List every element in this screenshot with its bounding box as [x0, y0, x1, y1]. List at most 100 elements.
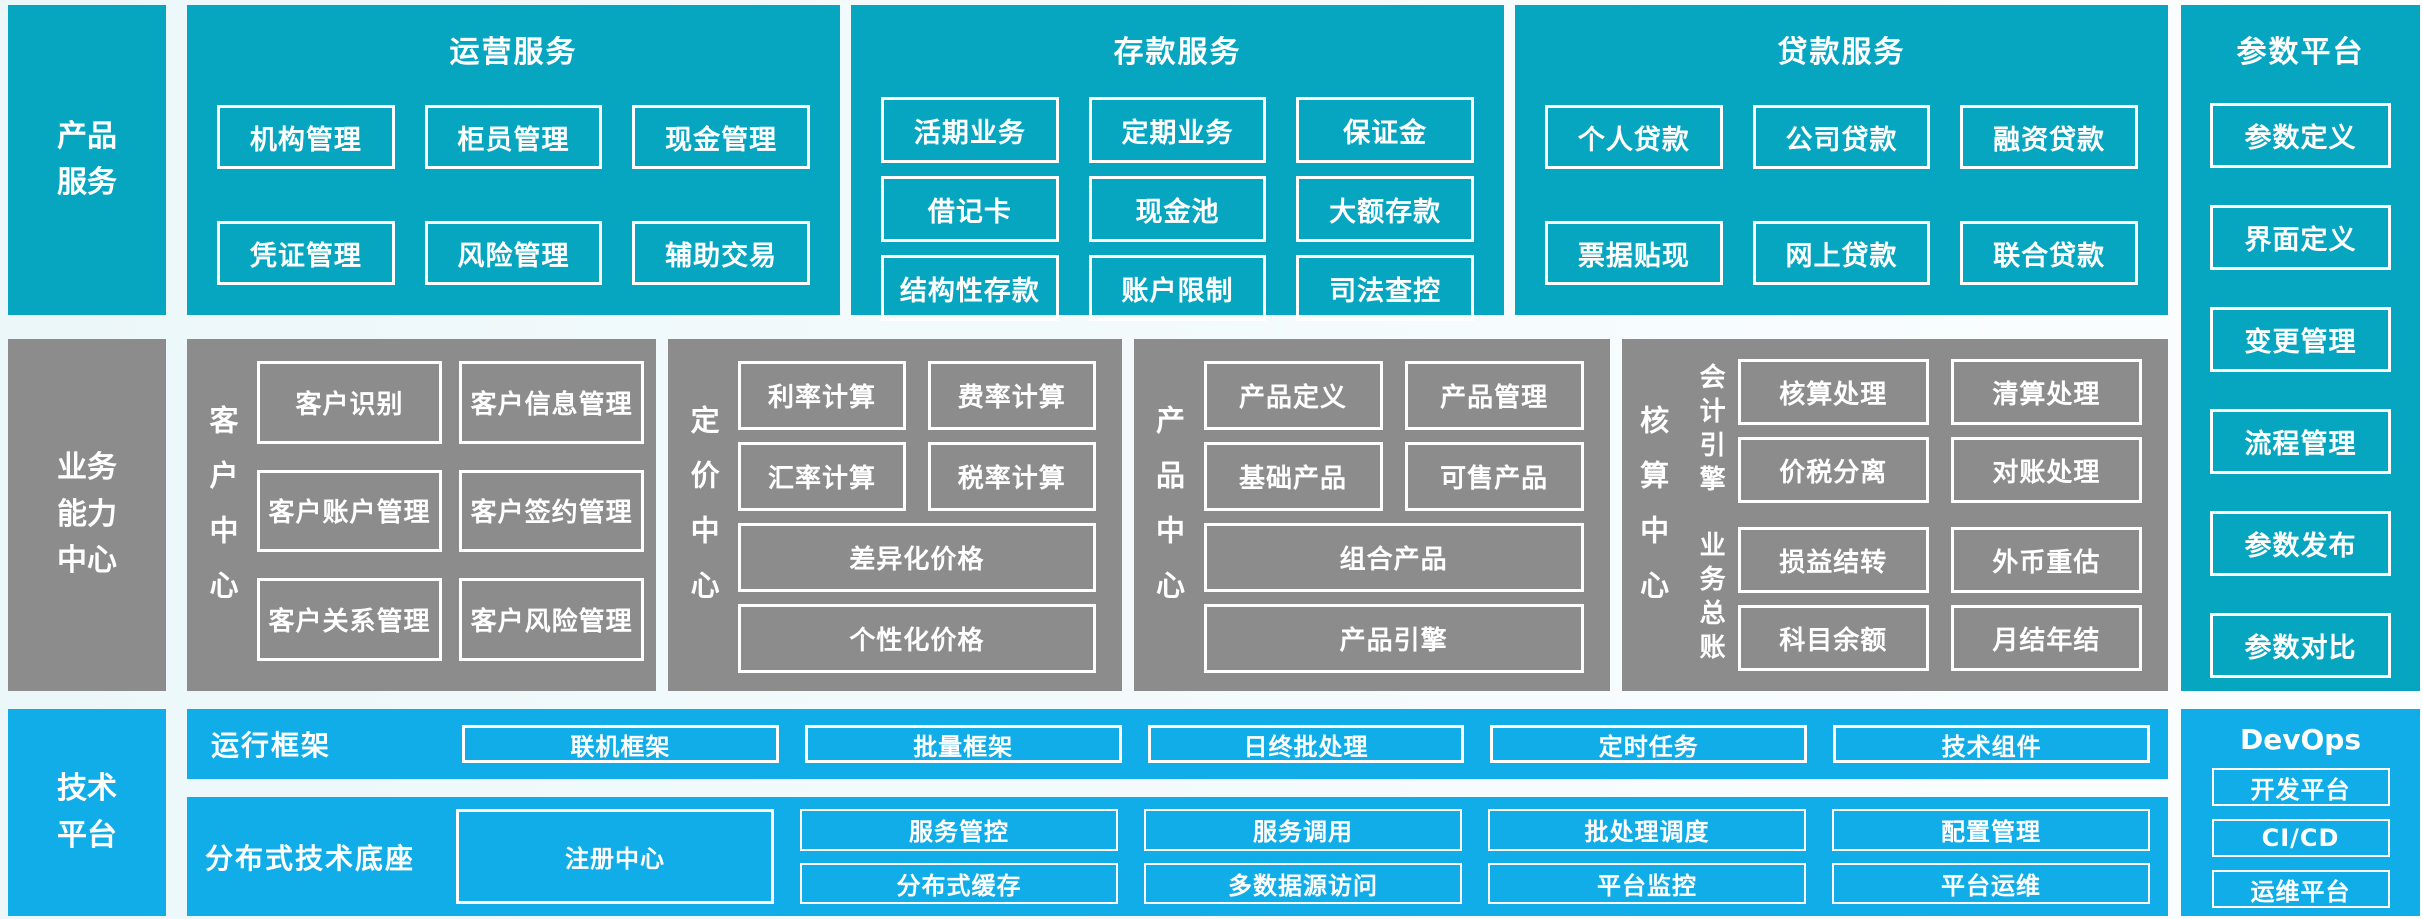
devops-block: DevOps 开发平台 CI/CD 运维平台: [2181, 709, 2420, 916]
service-box: 风险管理: [424, 221, 603, 285]
accounting-engine-group: 会计引擎 核算处理 清算处理 价税分离 对账处理: [1684, 359, 2142, 503]
service-box: 客户信息管理: [459, 361, 645, 444]
service-box: 对账处理: [1950, 437, 2142, 503]
service-box: 技术组件: [1833, 725, 2150, 763]
service-box: 票据贴现: [1545, 221, 1723, 285]
service-box: 多数据源访问: [1144, 862, 1462, 904]
product-center-title: 产品中心: [1151, 405, 1186, 625]
business-ledger-group: 业务总账 损益结转 外币重估 科目余额 月结年结: [1684, 527, 2142, 671]
service-box: 核算处理: [1737, 359, 1929, 425]
product-center-grid: 产品定义 产品管理 基础产品 可售产品 组合产品 产品引擎: [1203, 361, 1584, 673]
service-box: 费率计算: [927, 361, 1096, 430]
devops-title: DevOps: [2240, 723, 2361, 756]
service-box: 借记卡: [881, 176, 1059, 242]
loan-services-title: 贷款服务: [1777, 35, 1906, 70]
customer-center-title: 客户中心: [205, 405, 239, 625]
service-box: 流程管理: [2210, 409, 2391, 474]
service-box: 可售产品: [1404, 442, 1584, 511]
accounting-engine-label: 会计引擎: [1695, 363, 1726, 499]
pricing-center-title: 定价中心: [686, 405, 721, 625]
service-box: 配置管理: [1832, 809, 2150, 851]
accounting-engine-grid: 核算处理 清算处理 价税分离 对账处理: [1737, 359, 2142, 503]
product-services-row: 产品 服务 运营服务 机构管理 柜员管理 现金管理 凭证管理 风险管理 辅助交易…: [8, 5, 2168, 321]
service-box: 现金池: [1088, 176, 1267, 242]
operation-services-grid: 机构管理 柜员管理 现金管理 凭证管理 风险管理 辅助交易: [217, 105, 810, 285]
service-box: 个人贷款: [1545, 105, 1723, 169]
service-box: 个性化价格: [738, 604, 1096, 673]
service-box: 网上贷款: [1752, 221, 1931, 285]
service-box: 客户风险管理: [459, 578, 645, 661]
service-box: 保证金: [1296, 97, 1474, 163]
service-box: 参数对比: [2210, 613, 2391, 678]
parameter-platform-list: 参数定义 界面定义 变更管理 流程管理 参数发布 参数对比: [2210, 103, 2391, 678]
service-box: 司法查控: [1296, 255, 1474, 321]
service-box: 公司贷款: [1752, 105, 1931, 169]
service-box: 界面定义: [2210, 205, 2391, 270]
pricing-center-grid: 利率计算 费率计算 汇率计算 税率计算 差异化价格 个性化价格: [738, 361, 1096, 673]
service-box: 客户识别: [257, 361, 443, 444]
deposit-services-title: 存款服务: [1113, 35, 1242, 70]
service-box: 月结年结: [1950, 605, 2142, 671]
deposit-services-grid: 活期业务 定期业务 保证金 借记卡 现金池 大额存款 结构性存款 账户限制 司法…: [881, 97, 1474, 321]
distributed-base-row: 分布式技术底座 注册中心 服务管控 服务调用 批处理调度 配置管理 分布式缓存 …: [187, 797, 2168, 916]
service-box: 现金管理: [632, 105, 810, 169]
service-box: 基础产品: [1203, 442, 1383, 511]
service-box: 活期业务: [881, 97, 1059, 163]
accounting-center-groups: 会计引擎 核算处理 清算处理 价税分离 对账处理 业务总账 损益结转 外币重估 …: [1684, 359, 2142, 671]
customer-center-block: 客户中心 客户识别 客户信息管理 客户账户管理 客户签约管理 客户关系管理 客户…: [187, 339, 657, 691]
architecture-diagram: 产品 服务 运营服务 机构管理 柜员管理 现金管理 凭证管理 风险管理 辅助交易…: [8, 5, 2420, 916]
service-box: 变更管理: [2210, 307, 2391, 372]
service-box: 税率计算: [927, 442, 1096, 511]
service-box: 平台运维: [1832, 862, 2150, 904]
service-box: 批量框架: [804, 725, 1122, 763]
loan-services-block: 贷款服务 个人贷款 公司贷款 融资贷款 票据贴现 网上贷款 联合贷款: [1515, 5, 2168, 315]
service-box: 参数发布: [2210, 511, 2391, 576]
service-box: 平台监控: [1488, 862, 1806, 904]
service-box: 服务管控: [800, 809, 1118, 851]
service-box: 客户账户管理: [257, 469, 443, 553]
service-box: 产品定义: [1203, 361, 1383, 430]
parameter-platform-title: 参数平台: [2236, 35, 2365, 70]
service-box: 辅助交易: [632, 221, 810, 285]
service-box: 联合贷款: [1960, 221, 2138, 285]
service-box: 客户关系管理: [257, 578, 443, 661]
service-box: 外币重估: [1950, 527, 2142, 593]
service-box: 开发平台: [2211, 768, 2390, 806]
registry-center-box: 注册中心: [456, 809, 774, 904]
customer-center-grid: 客户识别 客户信息管理 客户账户管理 客户签约管理 客户关系管理 客户风险管理: [257, 361, 645, 661]
service-box: 损益结转: [1737, 527, 1929, 593]
service-box: 融资贷款: [1960, 105, 2138, 169]
distributed-base-label: 分布式技术底座: [205, 841, 416, 875]
runtime-framework-row: 运行框架 联机框架 批量框架 日终批处理 定时任务 技术组件: [187, 709, 2168, 779]
business-ledger-grid: 损益结转 外币重估 科目余额 月结年结: [1737, 527, 2142, 671]
service-box: 服务调用: [1144, 809, 1462, 851]
service-box: 批处理调度: [1488, 809, 1806, 851]
service-box: 结构性存款: [881, 255, 1059, 321]
service-box: 组合产品: [1203, 523, 1584, 592]
business-capability-sidebar: 业务 能力 中心: [8, 339, 166, 691]
accounting-center-block: 核算中心 会计引擎 核算处理 清算处理 价税分离 对账处理 业务总账 损益结转 …: [1621, 339, 2168, 691]
service-box: 清算处理: [1950, 359, 2142, 425]
loan-services-grid: 个人贷款 公司贷款 融资贷款 票据贴现 网上贷款 联合贷款: [1545, 105, 2138, 285]
product-center-block: 产品中心 产品定义 产品管理 基础产品 可售产品 组合产品 产品引擎: [1133, 339, 1610, 691]
service-box: 差异化价格: [738, 523, 1096, 592]
service-box: 汇率计算: [738, 442, 906, 511]
operation-services-block: 运营服务 机构管理 柜员管理 现金管理 凭证管理 风险管理 辅助交易: [187, 5, 840, 315]
service-box: 客户签约管理: [459, 469, 645, 553]
service-box: 利率计算: [738, 361, 906, 430]
service-box: 定期业务: [1088, 97, 1267, 163]
runtime-framework-label: 运行框架: [211, 729, 332, 762]
service-box: 机构管理: [217, 105, 395, 169]
tech-platform-column: 运行框架 联机框架 批量框架 日终批处理 定时任务 技术组件 分布式技术底座 注…: [187, 709, 2168, 916]
devops-list: 开发平台 CI/CD 运维平台: [2211, 768, 2390, 908]
service-box: 账户限制: [1088, 255, 1267, 321]
accounting-center-title: 核算中心: [1635, 405, 1670, 625]
service-box: 运维平台: [2211, 870, 2390, 908]
service-box: 柜员管理: [424, 105, 603, 169]
service-box: 科目余额: [1737, 605, 1929, 671]
service-box: 分布式缓存: [800, 862, 1118, 904]
deposit-services-block: 存款服务 活期业务 定期业务 保证金 借记卡 现金池 大额存款 结构性存款 账户…: [851, 5, 1504, 321]
business-ledger-label: 业务总账: [1695, 531, 1726, 667]
tech-platform-sidebar: 技术 平台: [8, 709, 166, 916]
service-box: 产品管理: [1404, 361, 1584, 430]
